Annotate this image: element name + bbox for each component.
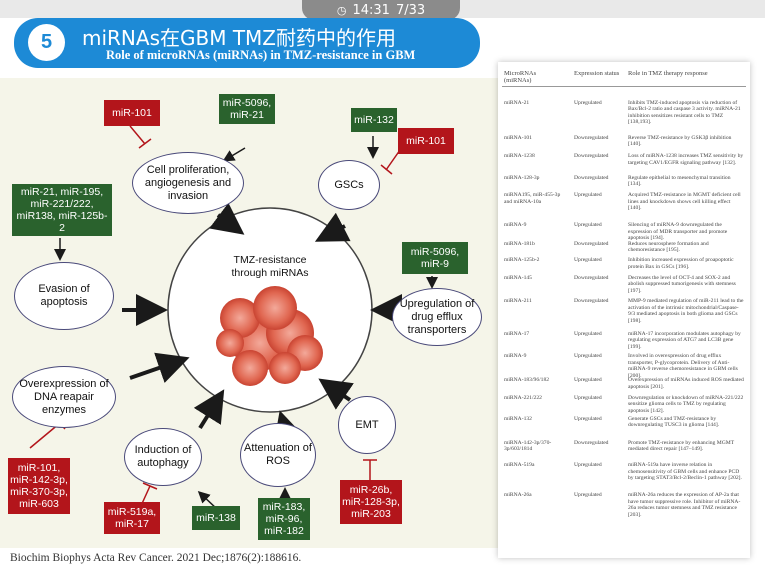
- cell-mirna: miRNA-21: [504, 99, 530, 106]
- cell-status: Downregulated: [574, 134, 609, 141]
- box-mir101-dna: miR-101, miR-142-3p, miR-370-3p, miR-603: [8, 458, 70, 514]
- header-divider: [502, 86, 746, 87]
- cell-mirna: miRNA-183/96/182: [504, 377, 550, 383]
- cell-role: Involved in overexpression of drug efflu…: [628, 353, 738, 380]
- cell-mirna: miRNA-128-3p: [504, 174, 540, 181]
- cell-status: Upregulated: [574, 99, 602, 106]
- cell-status: Upregulated: [574, 257, 602, 263]
- cell-role: miRNA-26a reduces the expression of AP-2…: [628, 492, 741, 518]
- status-overlay: ◷ 14:31 7/33: [302, 0, 460, 20]
- clock-icon: ◷: [336, 3, 347, 17]
- title-chinese: miRNAs在GBM TMZ耐药中的作用: [82, 26, 397, 50]
- cell-mirna: miRNA-145: [504, 274, 532, 281]
- oval-proliferation: Cell proliferation, angiogenesis and inv…: [132, 152, 244, 214]
- cell-status: Upregulated: [574, 330, 602, 337]
- box-mir26b: miR-26b, miR-128-3p, miR-203: [340, 480, 402, 524]
- cell-role: Loss of miRNA-1238 increases TMZ sensiti…: [628, 153, 744, 166]
- box-mir519a: miR-519a, miR-17: [104, 502, 160, 534]
- cell-mirna: miRNA-17: [504, 330, 530, 337]
- cell-role: Reverse TMZ-resistance by GSK3β inhibiti…: [628, 134, 732, 148]
- box-mir132: miR-132: [351, 108, 397, 132]
- cell-mirna: miRNA-519a: [504, 462, 535, 468]
- header-status: Expression status: [574, 70, 620, 77]
- diagram-arrows: [29, 125, 438, 511]
- mirna-diagram: TMZ-resistance through miRNAs Cell proli…: [0, 78, 498, 548]
- oval-drug-efflux: Upregulation of drug efflux transporters: [392, 288, 482, 346]
- cell-role: Generate GSCs and TMZ-resistance by down…: [628, 415, 720, 429]
- cell-status: Downregulated: [574, 298, 609, 305]
- cell-role: Silencing of miRNA-9 downregulated the e…: [628, 222, 728, 242]
- header-mirna: MicroRNAs (miRNAs): [504, 70, 537, 84]
- cell-mirna: miRNA-211: [504, 298, 532, 305]
- title-english: Role of microRNAs (miRNAs) in TMZ-resist…: [106, 48, 416, 62]
- oval-dna-repair: Overexpression of DNA reapair enzymes: [12, 366, 116, 428]
- cell-mirna: miRNA-142-3p/370-3p/603/181d: [504, 439, 552, 453]
- cell-status: Downregulated: [574, 174, 609, 181]
- cell-status: Upregulated: [574, 462, 602, 468]
- cell-role: Decreases the level of OCT-4 and SOX-2 a…: [628, 274, 736, 294]
- slide-number: 5: [28, 24, 65, 61]
- mirna-table: MicroRNAs (miRNAs) Expression status Rol…: [498, 62, 750, 558]
- cell-mirna: miRNA-132: [504, 415, 532, 422]
- cell-mirna: miRNA-101: [504, 134, 532, 141]
- oval-gscs: GSCs: [318, 160, 380, 210]
- box-mir183: miR-183, miR-96, miR-182: [258, 498, 310, 540]
- slide-header: 5 miRNAs在GBM TMZ耐药中的作用 Role of microRNAs…: [14, 18, 480, 68]
- oval-ros: Attenuation of ROS: [240, 423, 316, 487]
- cell-status: Upregulated: [574, 394, 602, 401]
- cell-role: Downregulation or knockdown of miRNA-221…: [628, 394, 744, 414]
- box-mir21-group: miR-21, miR-195, miR-221/222, miR138, mi…: [12, 184, 112, 236]
- citation: Biochim Biophys Acta Rev Cancer. 2021 De…: [10, 552, 302, 564]
- box-mir5096-top: miR-5096, miR-21: [219, 94, 275, 124]
- cell-mirna: miRNA-1238: [504, 153, 535, 160]
- center-label: TMZ-resistance through miRNAs: [231, 254, 309, 279]
- cell-status: Upregulated: [574, 377, 602, 383]
- cell-mirna: miRNA195, miR-455-3p and miRNA-10a: [504, 192, 561, 205]
- cell-mirna: miRNA-181b: [504, 240, 535, 247]
- cell-status: Downregulated: [574, 439, 609, 446]
- cell-status: Upregulated: [574, 353, 602, 360]
- cell-mirna: miRNA-26a: [504, 492, 532, 498]
- cell-role: Acquired TMZ-resistance in MGMT deficien…: [628, 192, 741, 212]
- cell-role: Inhibits TMZ-induced apoptosis via reduc…: [628, 99, 741, 126]
- cell-status: Downregulated: [574, 153, 609, 160]
- oval-emt: EMT: [338, 396, 396, 454]
- cell-status: Upregulated: [574, 222, 602, 228]
- cell-mirna: miRNA-9: [504, 222, 527, 228]
- cell-mirna: miRNA-221/222: [504, 394, 542, 401]
- cell-mirna: miRNA-125b-2: [504, 257, 540, 263]
- cell-role: MMP-9 mediated regulation of miR-211 lea…: [628, 298, 744, 325]
- cell-role: Regulate epithelial to mesenchymal trans…: [628, 174, 731, 188]
- cell-status: Upregulated: [574, 192, 602, 198]
- box-mir101-top: miR-101: [104, 100, 160, 126]
- cell-role: Inhibition increased expression of proap…: [628, 257, 734, 270]
- box-mir5096-efflux: miR-5096, miR-9: [402, 242, 468, 274]
- oval-autophagy: Induction of autophagy: [124, 428, 202, 486]
- cell-status: Downregulated: [574, 240, 609, 247]
- cell-status: Upregulated: [574, 415, 602, 422]
- cell-role: Promote TMZ-resistance by enhancing MGMT…: [628, 439, 735, 453]
- cell-mirna: miRNA-9: [504, 353, 527, 360]
- cell-status: Downregulated: [574, 274, 609, 281]
- cell-role: miRNA-17 incorporation modulates autopha…: [628, 330, 741, 350]
- box-mir138: miR-138: [192, 506, 240, 530]
- time-label: 14:31: [352, 2, 390, 18]
- box-mir101-gsc: miR-101: [398, 128, 454, 154]
- page-counter: 7/33: [395, 2, 426, 18]
- oval-evasion-apoptosis: Evasion of apoptosis: [14, 262, 114, 330]
- cell-role: Overexpression of miRNAs induced ROS med…: [628, 377, 744, 390]
- tumor-cluster-icon: [216, 286, 323, 386]
- cell-status: Upregulated: [574, 492, 602, 498]
- cell-role: miRNA-519a have inverse relation in chem…: [628, 462, 742, 482]
- cell-role: Reduces neurosphere formation and chemor…: [628, 240, 709, 254]
- header-role: Role in TMZ therapy response: [628, 70, 708, 77]
